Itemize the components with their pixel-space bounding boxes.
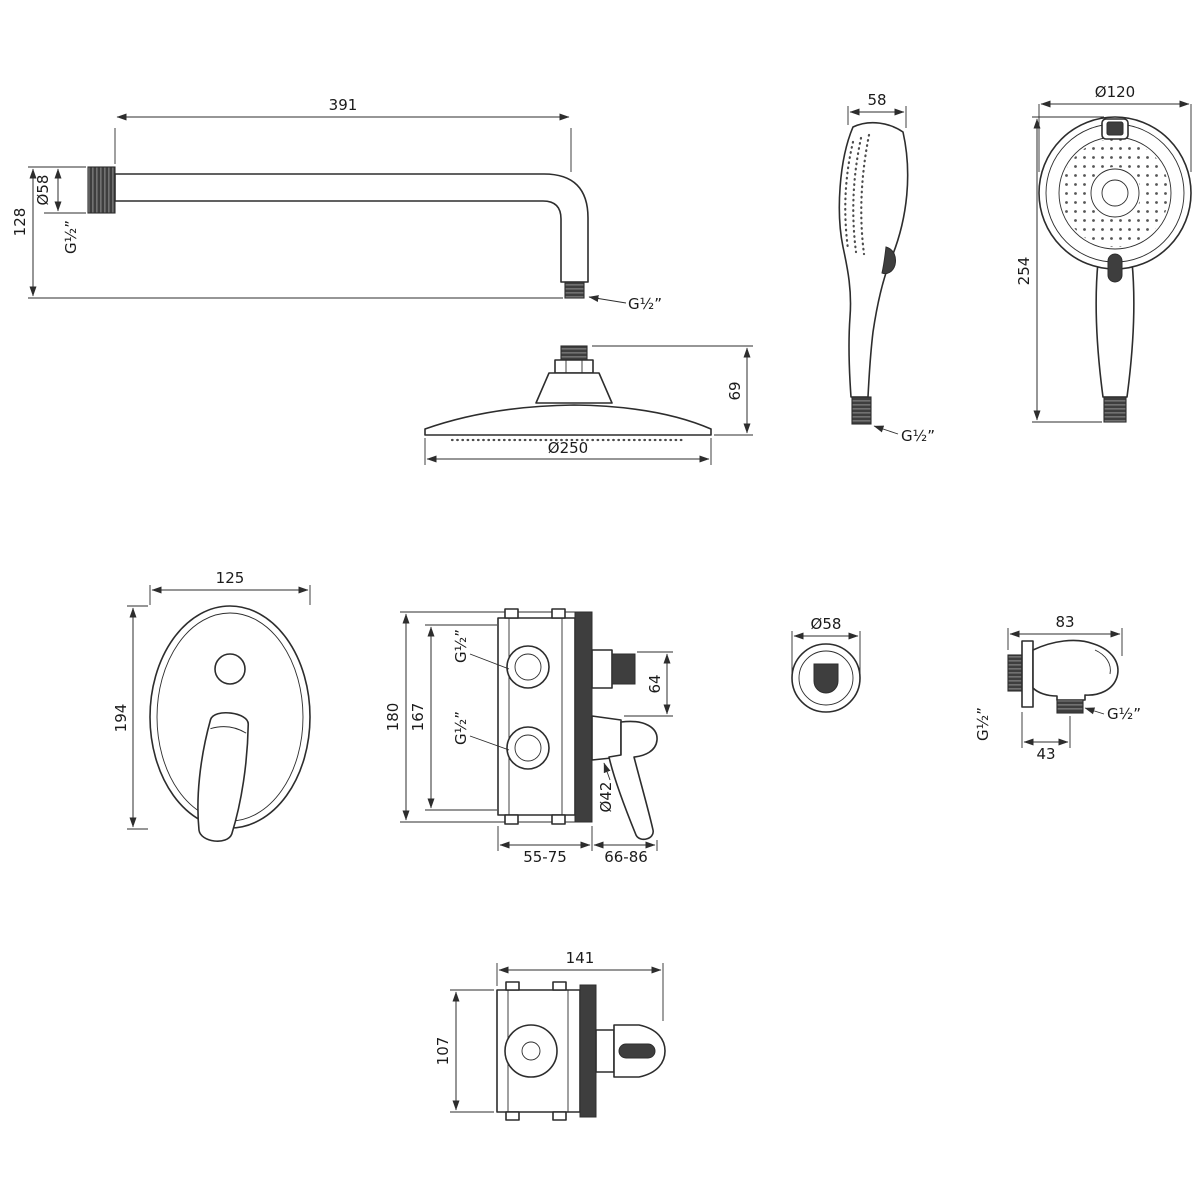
dim-handle-diameter: Ø42	[597, 782, 615, 813]
mixer-top-view: 141 107	[434, 949, 666, 1121]
dim-hand-shower-length: 254	[1015, 257, 1033, 286]
dim-head-diameter: Ø250	[548, 439, 588, 457]
outlet-thread	[1056, 699, 1084, 714]
dim-arm-flange-diameter: Ø58	[34, 175, 52, 206]
mount-tab	[504, 814, 519, 825]
handle-hub	[591, 715, 622, 761]
dim-outlet-offset: 43	[1036, 745, 1055, 763]
wall-plate-top-view	[579, 984, 597, 1118]
head-clip-slot	[1106, 121, 1124, 136]
handle-grip-top-view	[618, 1043, 656, 1059]
mount-tab	[505, 1111, 520, 1121]
dim-hand-shower-width: 58	[867, 91, 886, 109]
dim-head-height: 69	[726, 381, 744, 400]
mixer-lever	[608, 720, 658, 841]
hang-hook	[1107, 253, 1123, 283]
center-cap	[1101, 179, 1129, 207]
label-arm-wall-thread: G½”	[62, 220, 80, 254]
leader-line	[873, 425, 899, 435]
valve-port-top-view	[504, 1024, 558, 1078]
escutcheon-view: Ø58	[791, 615, 861, 713]
dim-cartridge-offset: 64	[646, 674, 664, 693]
cartridge-knob	[611, 653, 636, 685]
shower-arm-view: 391 Ø58 128 G½” G½”	[11, 96, 662, 313]
trim-plate-view: 125 194	[112, 569, 311, 842]
dim-top-width: 141	[566, 949, 595, 967]
dim-escutcheon-diameter: Ø58	[811, 615, 842, 633]
hand-shower-body	[838, 121, 909, 398]
leader-line	[469, 653, 510, 670]
head-collar-nut	[554, 359, 594, 374]
overhead-shower-view: 69 Ø250	[424, 345, 753, 465]
hand-shower-front-view: Ø120 254	[1015, 83, 1192, 423]
dim-arm-length: 391	[329, 96, 358, 114]
spray-face-dots	[844, 140, 855, 251]
hand-shower-thread-front	[1103, 396, 1127, 423]
leader-line	[469, 735, 510, 751]
cartridge-stem	[591, 649, 613, 689]
dim-install-depth-trim: 66-86	[604, 848, 648, 866]
dim-mixer-height-outer: 180	[384, 703, 402, 732]
mount-tab	[552, 981, 567, 991]
dim-mixer-height-inner: 167	[409, 703, 427, 732]
label-hand-shower-thread: G½”	[901, 427, 935, 445]
hand-shower-handle	[1095, 261, 1135, 398]
wall-outlet-view: 83 G½” 43 G½”	[974, 613, 1141, 763]
dim-top-depth: 107	[434, 1037, 452, 1066]
label-inlet-thread-top: G½”	[452, 629, 470, 663]
spray-dot-field	[1061, 139, 1169, 247]
inlet-port-top	[506, 645, 550, 689]
dim-hand-head-diameter: Ø120	[1095, 83, 1135, 101]
label-arm-outlet-thread: G½”	[628, 295, 662, 313]
dim-plate-height: 194	[112, 704, 130, 733]
dim-arm-drop-height: 128	[11, 208, 29, 237]
inlet-port-bottom	[506, 726, 550, 770]
cartridge-top-view	[595, 1029, 615, 1073]
mount-tab	[504, 608, 519, 619]
hose-opening	[813, 663, 839, 694]
shower-arm-tube	[114, 173, 589, 283]
label-inlet-thread-bottom: G½”	[452, 711, 470, 745]
mount-tab	[551, 608, 566, 619]
wall-nipple-thread	[1007, 654, 1023, 692]
mount-tab	[552, 1111, 567, 1121]
diverter-knob	[214, 653, 246, 685]
label-outlet-wall-thread: G½”	[974, 707, 992, 741]
head-connector-thread	[560, 345, 588, 361]
escutcheon-inner-ring	[798, 650, 854, 706]
arm-outlet-thread	[564, 281, 585, 299]
lever-handle	[197, 712, 250, 842]
leader-line	[588, 295, 627, 304]
outlet-flange	[1021, 640, 1034, 708]
leader-line	[603, 762, 611, 781]
spray-face-dots	[852, 136, 863, 254]
concealed-mixer-front-view: 180 167 G½” G½” 64 Ø42	[384, 608, 673, 866]
mount-tab	[505, 981, 520, 991]
center-ring	[1090, 168, 1140, 218]
label-outlet-thread: G½”	[1107, 705, 1141, 723]
dim-install-depth-body: 55-75	[523, 848, 567, 866]
dim-plate-width: 125	[216, 569, 245, 587]
head-disc	[424, 404, 712, 436]
head-bell	[535, 372, 613, 404]
hand-shower-thread	[851, 396, 872, 425]
mount-tab	[551, 814, 566, 825]
diverter-button	[881, 246, 896, 275]
wall-flange	[87, 166, 116, 214]
hand-shower-side-view: 58 G½”	[838, 91, 935, 445]
dim-outlet-width: 83	[1055, 613, 1074, 631]
outlet-body	[1032, 639, 1119, 701]
wall-plate	[574, 611, 593, 823]
leader-line	[1084, 707, 1105, 715]
